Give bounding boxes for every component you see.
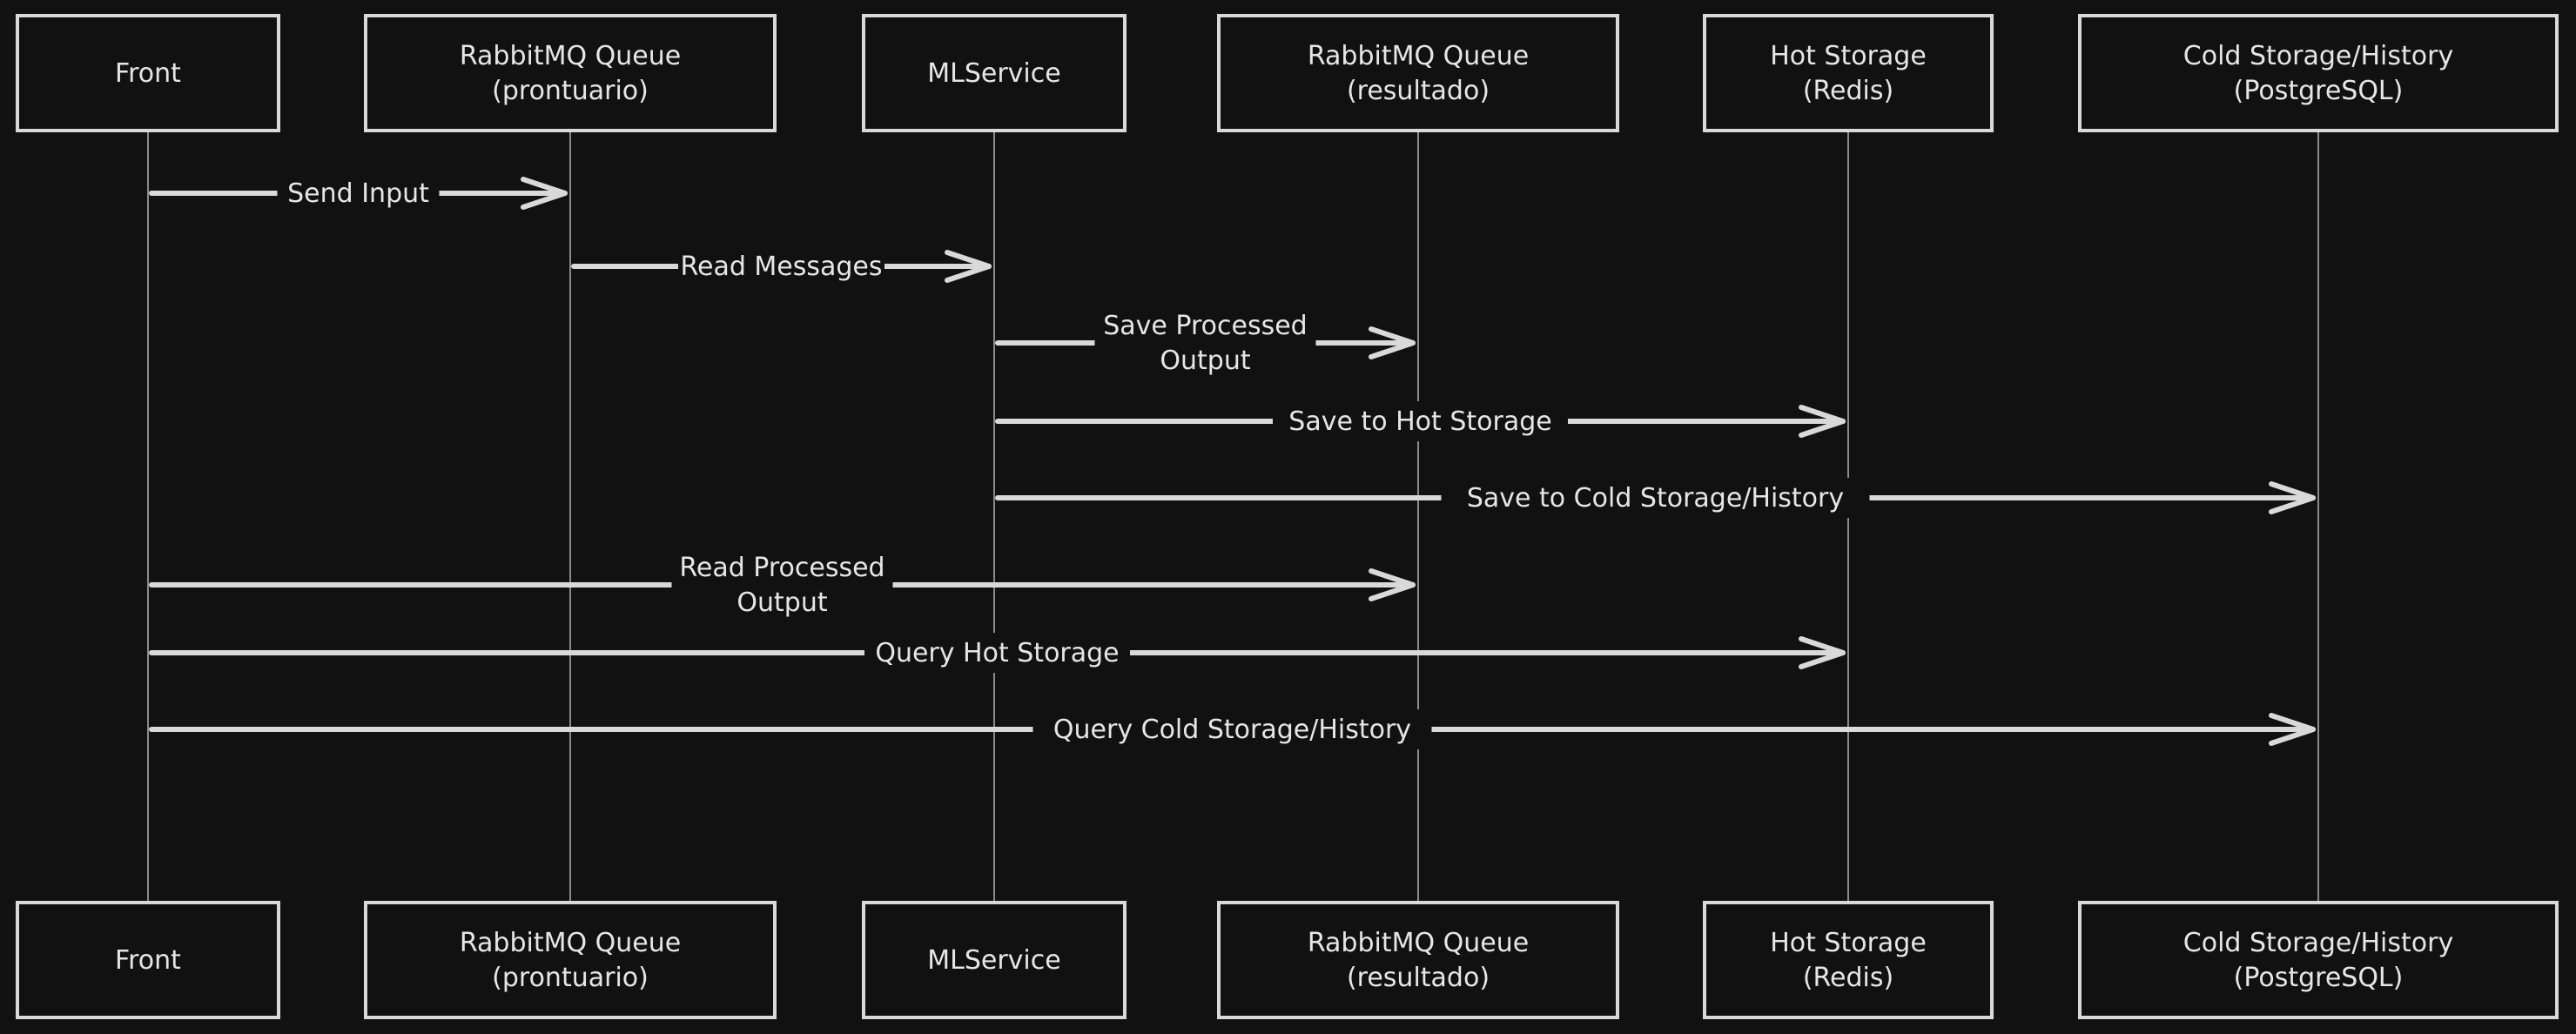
participant-cold-storage-bottom: Cold Storage/History (PostgreSQL) bbox=[2078, 901, 2559, 1019]
message-label-bg bbox=[1273, 401, 1568, 441]
participant-label: MLService bbox=[927, 58, 1060, 89]
participant-hot-storage-bottom: Hot Storage (Redis) bbox=[1703, 901, 1994, 1019]
message-label-bg bbox=[864, 633, 1130, 673]
message-label: Query Cold Storage/History bbox=[1053, 715, 1411, 745]
participant-box bbox=[16, 14, 280, 132]
participant-box bbox=[364, 901, 777, 1019]
participant-queue-prontuario-bottom: RabbitMQ Queue (prontuario) bbox=[364, 901, 777, 1019]
message-label: Read Processed bbox=[679, 553, 884, 583]
participant-label: RabbitMQ Queue bbox=[460, 41, 681, 71]
message-label: Send Input bbox=[287, 178, 429, 209]
participant-box bbox=[862, 14, 1127, 132]
lifelines bbox=[147, 131, 2319, 903]
participant-box bbox=[1703, 901, 1994, 1019]
participant-label: Cold Storage/History bbox=[2183, 41, 2453, 71]
participant-front-bottom: Front bbox=[16, 901, 280, 1019]
message-label: Query Hot Storage bbox=[875, 638, 1119, 668]
message-label-bg bbox=[1094, 306, 1316, 380]
message-label: Save to Cold Storage/History bbox=[1467, 483, 1844, 514]
participant-box bbox=[1217, 901, 1619, 1019]
participant-label: RabbitMQ Queue bbox=[1308, 928, 1529, 958]
participant-label: (Redis) bbox=[1803, 76, 1893, 106]
participant-label: (PostgreSQL) bbox=[2234, 76, 2404, 106]
message-2: Read Messages bbox=[571, 246, 992, 286]
participant-label: (resultado) bbox=[1347, 76, 1490, 106]
participant-label: (prontuario) bbox=[492, 76, 649, 106]
arrowhead-icon bbox=[1369, 568, 1416, 601]
message-label: Read Messages bbox=[680, 252, 882, 282]
participant-box bbox=[862, 901, 1127, 1019]
participant-label: Hot Storage bbox=[1770, 928, 1927, 958]
arrowhead-icon bbox=[2269, 713, 2316, 746]
participant-mlservice-top: MLService bbox=[862, 14, 1127, 132]
participants-top: Front RabbitMQ Queue (prontuario) MLService… bbox=[16, 14, 2559, 132]
participant-label: RabbitMQ Queue bbox=[460, 928, 681, 958]
participant-hot-storage-top: Hot Storage (Redis) bbox=[1703, 14, 1994, 132]
participant-label: (Redis) bbox=[1803, 963, 1893, 993]
message-label-bg bbox=[671, 547, 893, 622]
arrowhead-icon bbox=[1799, 405, 1846, 438]
message-label: Save Processed bbox=[1103, 311, 1307, 341]
participant-label: Hot Storage bbox=[1770, 41, 1927, 71]
participant-cold-storage-top: Cold Storage/History (PostgreSQL) bbox=[2078, 14, 2559, 132]
participant-box bbox=[1217, 14, 1619, 132]
participant-label: Front bbox=[115, 945, 181, 976]
arrowhead-icon bbox=[1799, 636, 1846, 669]
participant-label: (prontuario) bbox=[492, 963, 649, 993]
arrowhead-icon bbox=[521, 177, 568, 210]
arrowhead-icon bbox=[1369, 326, 1416, 359]
participant-queue-resultado-top: RabbitMQ Queue (resultado) bbox=[1217, 14, 1619, 132]
participants-bottom: Front RabbitMQ Queue (prontuario) MLService… bbox=[16, 901, 2559, 1019]
participant-box bbox=[2078, 901, 2559, 1019]
participant-box bbox=[2078, 14, 2559, 132]
participant-front-top: Front bbox=[16, 14, 280, 132]
message-4: Save to Hot Storage bbox=[995, 401, 1846, 441]
participant-box bbox=[16, 901, 280, 1019]
participant-label: RabbitMQ Queue bbox=[1308, 41, 1529, 71]
participant-box bbox=[364, 14, 777, 132]
participant-queue-resultado-bottom: RabbitMQ Queue (resultado) bbox=[1217, 901, 1619, 1019]
participant-label: Cold Storage/History bbox=[2183, 928, 2453, 958]
message-label: Output bbox=[1160, 346, 1250, 376]
message-label-bg bbox=[678, 246, 884, 286]
message-label-bg bbox=[1441, 478, 1870, 518]
message-7: Query Hot Storage bbox=[149, 633, 1846, 673]
message-label: Save to Hot Storage bbox=[1288, 406, 1551, 437]
participant-label: Front bbox=[115, 58, 181, 89]
message-label-bg bbox=[1032, 709, 1432, 749]
message-label-bg bbox=[277, 173, 440, 213]
participant-label: MLService bbox=[927, 945, 1060, 976]
message-1: Send Input bbox=[149, 173, 568, 213]
participant-box bbox=[1703, 14, 1994, 132]
participant-queue-prontuario-top: RabbitMQ Queue (prontuario) bbox=[364, 14, 777, 132]
arrowhead-icon bbox=[945, 250, 992, 283]
message-8: Query Cold Storage/History bbox=[149, 709, 2316, 749]
participant-label: (PostgreSQL) bbox=[2234, 963, 2404, 993]
message-label: Output bbox=[736, 588, 827, 618]
participant-mlservice-bottom: MLService bbox=[862, 901, 1127, 1019]
arrowhead-icon bbox=[2269, 481, 2316, 514]
participant-label: (resultado) bbox=[1347, 963, 1490, 993]
message-5: Save to Cold Storage/History bbox=[995, 478, 2316, 518]
